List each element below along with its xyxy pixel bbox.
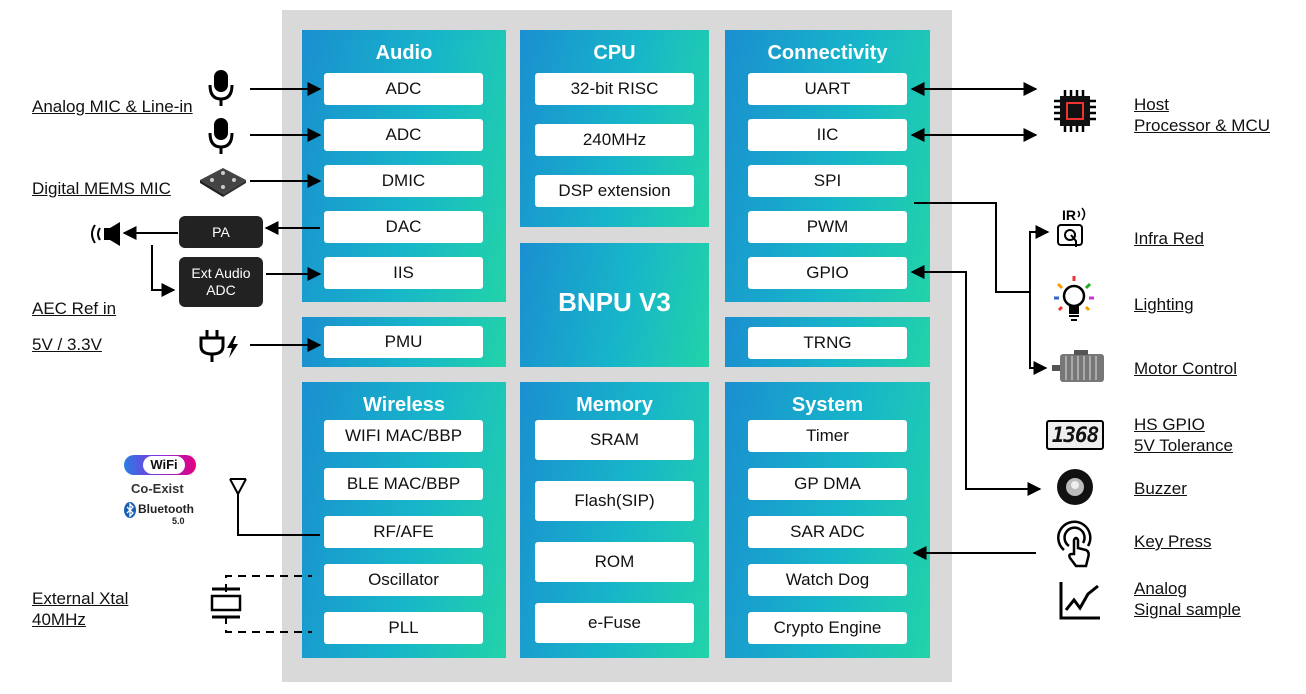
keypress-label: Key Press <box>1134 532 1212 551</box>
lighting-label: Lighting <box>1134 295 1194 314</box>
mems-mic-chip-icon <box>200 168 246 197</box>
wireless-osc: Oscillator <box>324 564 483 596</box>
memory-efuse: e-Fuse <box>535 603 694 643</box>
microphone-icon <box>208 118 234 154</box>
system-watchdog: Watch Dog <box>748 564 907 596</box>
system-crypto: Crypto Engine <box>748 612 907 644</box>
wireless-title: Wireless <box>362 394 446 416</box>
audio-adc-1: ADC <box>324 73 483 105</box>
infra-red-label: Infra Red <box>1134 229 1204 248</box>
cpu-risc: 32-bit RISC <box>535 73 694 105</box>
system-timer: Timer <box>748 420 907 452</box>
aec-ref-label: AEC Ref in <box>32 299 117 318</box>
microphone-icon <box>208 70 234 106</box>
memory-sram: SRAM <box>535 420 694 460</box>
conn-uart: UART <box>748 73 907 105</box>
bluetooth-icon <box>124 502 136 518</box>
seven-segment-display: 1368 <box>1046 420 1104 450</box>
host-label: Host Processor & MCU <box>1134 94 1270 136</box>
trng-cell: TRNG <box>748 327 907 359</box>
system-dma: GP DMA <box>748 468 907 500</box>
wifi-badge-label: WiFi <box>150 457 178 472</box>
wifi-badge-inner: WiFi <box>143 456 185 474</box>
motor-label: Motor Control <box>1134 359 1237 378</box>
bluetooth-label: Bluetooth <box>138 502 194 516</box>
conn-gpio: GPIO <box>748 257 907 289</box>
xtal-label-line1: External Xtal <box>32 589 129 608</box>
ir-remote-icon <box>1057 207 1086 247</box>
audio-adc-2: ADC <box>324 119 483 151</box>
memory-flash: Flash(SIP) <box>535 481 694 521</box>
ext-adc-line2: ADC <box>206 282 236 298</box>
bnpu-label: BNPU V3 <box>558 287 671 317</box>
audio-dmic: DMIC <box>324 165 483 197</box>
hsgpio-label-line2: 5V Tolerance <box>1134 436 1233 455</box>
conn-spi: SPI <box>748 165 907 197</box>
host-label-line1: Host <box>1134 95 1169 114</box>
conn-pwm: PWM <box>748 211 907 243</box>
analog-signal-icon <box>1059 582 1100 620</box>
touch-press-icon <box>1057 520 1092 568</box>
buzzer-icon <box>1057 469 1093 505</box>
wireless-pll: PLL <box>324 612 483 644</box>
cpu-dsp: DSP extension <box>535 175 694 207</box>
bluetooth-version: 5.0 <box>172 516 185 526</box>
cpu-title: CPU <box>593 42 636 64</box>
antenna-icon <box>229 478 247 496</box>
audio-title: Audio <box>375 42 433 64</box>
host-label-line2: Processor & MCU <box>1134 116 1271 135</box>
pa-label: PA <box>212 224 230 240</box>
hsgpio-label: HS GPIO 5V Tolerance <box>1134 414 1233 456</box>
hsgpio-label-line1: HS GPIO <box>1134 415 1205 434</box>
connectivity-title: Connectivity <box>767 42 888 64</box>
power-plug-icon <box>199 330 238 362</box>
power-label: 5V / 3.3V <box>32 335 102 354</box>
coexist-label: Co-Exist <box>131 481 184 496</box>
memory-title: Memory <box>576 394 653 416</box>
motor-icon <box>1052 350 1104 382</box>
system-title: System <box>791 394 864 416</box>
wireless-wifi: WIFI MAC/BBP <box>324 420 483 452</box>
pmu-cell: PMU <box>324 326 483 358</box>
ir-badge: IR <box>1062 207 1076 223</box>
system-saradc: SAR ADC <box>748 516 907 548</box>
xtal-label-line2: 40MHz <box>32 610 86 629</box>
audio-dac: DAC <box>324 211 483 243</box>
conn-iic: IIC <box>748 119 907 151</box>
memory-rom: ROM <box>535 542 694 582</box>
bnpu-core: BNPU V3 <box>520 243 709 367</box>
analog-label-line1: Analog <box>1134 579 1187 598</box>
display-digits: 1368 <box>1051 423 1100 447</box>
processor-chip-icon <box>1054 90 1096 132</box>
ext-adc-line1: Ext Audio <box>191 265 251 281</box>
audio-iis: IIS <box>324 257 483 289</box>
crystal-icon <box>210 587 242 619</box>
wireless-ble: BLE MAC/BBP <box>324 468 483 500</box>
light-bulb-icon <box>1054 276 1094 321</box>
analog-signal-label: Analog Signal sample <box>1134 578 1241 620</box>
xtal-label: External Xtal 40MHz <box>32 588 128 630</box>
analog-label-line2: Signal sample <box>1134 600 1241 619</box>
wireless-rf: RF/AFE <box>324 516 483 548</box>
buzzer-label: Buzzer <box>1134 479 1187 498</box>
pa-box: PA <box>179 216 263 248</box>
ext-audio-adc-box: Ext Audio ADC <box>179 257 263 307</box>
analog-mic-label: Analog MIC & Line-in <box>32 97 193 116</box>
cpu-freq: 240MHz <box>535 124 694 156</box>
digital-mic-label: Digital MEMS MIC <box>32 179 171 198</box>
speaker-icon <box>91 222 120 246</box>
